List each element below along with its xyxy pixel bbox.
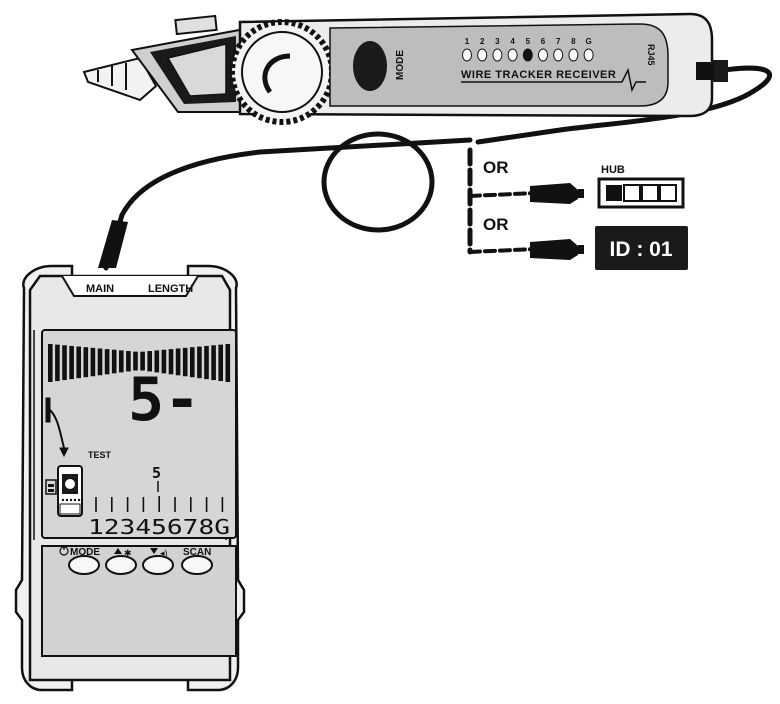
- backlight-icon: ✱: [124, 548, 132, 558]
- lcd-signal-bars: [48, 344, 231, 382]
- speaker-icon: ◂): [160, 548, 168, 558]
- signal-bar: [147, 351, 152, 372]
- button-mode-label: MODE: [70, 547, 100, 558]
- tester-port-main: MAIN: [86, 283, 114, 295]
- signal-bar: [48, 344, 53, 382]
- signal-bar: [140, 351, 145, 371]
- lcd-main-digit: 5-: [128, 365, 200, 435]
- id-plug: [530, 239, 584, 260]
- signal-bar: [90, 347, 96, 377]
- up-arrow-icon: [114, 548, 122, 554]
- led-label: 8: [571, 37, 576, 46]
- receiver-probe-tip: [82, 56, 158, 102]
- cables: [103, 65, 772, 271]
- hub-device: HUB: [597, 164, 685, 209]
- lcd-pin-numbers: 12345678G: [88, 515, 230, 539]
- hub-plug: [530, 183, 584, 204]
- pin-led: [477, 48, 488, 62]
- signal-bar: [97, 348, 103, 376]
- signal-bar: [225, 344, 231, 382]
- lcd-remote-unit-icon: [45, 465, 83, 517]
- led-label: G: [585, 37, 591, 46]
- led-label: 4: [510, 37, 515, 46]
- id-badge: ID : 01: [595, 226, 688, 270]
- signal-bar: [204, 345, 209, 380]
- signal-bar: [182, 347, 188, 377]
- signal-bar: [190, 347, 195, 378]
- pin-led: [583, 48, 594, 62]
- signal-bar: [175, 348, 181, 376]
- receiver-mode-button[interactable]: [353, 41, 387, 91]
- signal-bar: [119, 350, 124, 373]
- signal-bar: [55, 344, 60, 382]
- receiver-mode-label: MODE: [395, 50, 406, 80]
- id-badge-text: ID : 01: [609, 238, 672, 261]
- lcd-probe-icon: [45, 397, 69, 458]
- signal-bar: [111, 349, 117, 374]
- led-label: 7: [556, 37, 561, 46]
- pin-led: [568, 48, 579, 62]
- tester-lcd-screen: [41, 329, 237, 539]
- tester-cable-plug: [98, 220, 128, 268]
- led-label: 1: [465, 37, 470, 46]
- led-label: 3: [495, 37, 500, 46]
- signal-bar: [104, 349, 110, 375]
- signal-bar: [76, 346, 81, 379]
- pin-led: [462, 48, 472, 62]
- signal-bar: [161, 349, 167, 374]
- tester-power-mode-button[interactable]: MODE: [59, 545, 100, 575]
- tester-up-button[interactable]: ✱: [105, 548, 137, 575]
- hub-label: HUB: [601, 164, 625, 176]
- signal-bar: [69, 345, 74, 380]
- tester-port-length: LENGTH: [148, 283, 193, 295]
- signal-bar: [211, 345, 216, 381]
- signal-bar: [126, 351, 131, 372]
- down-arrow-icon: [150, 548, 158, 554]
- pin-led: [553, 48, 564, 62]
- led-label: 5: [526, 37, 531, 46]
- or-label-1: OR: [483, 158, 509, 177]
- lcd-pin-ticks: [95, 496, 224, 512]
- led-label: 6: [541, 37, 546, 46]
- or-label-2: OR: [483, 215, 509, 234]
- pin-led: [522, 48, 533, 62]
- lcd-test-label: TEST: [88, 450, 112, 460]
- cable-tester: MAIN LENGTH 5- TEST 5: [14, 264, 246, 692]
- signal-bar: [197, 346, 202, 379]
- pin-led: [507, 48, 518, 62]
- pin-led: [492, 48, 503, 62]
- led-label: 2: [480, 37, 485, 46]
- signal-bar: [133, 351, 138, 371]
- receiver-title: WIRE TRACKER RECEIVER: [461, 69, 616, 81]
- signal-bar: [83, 347, 89, 378]
- signal-bar: [168, 349, 174, 375]
- signal-bar: [154, 350, 160, 373]
- button-scan-label: SCAN: [183, 547, 211, 558]
- signal-bar: [62, 345, 67, 381]
- receiver-port-label: RJ45: [646, 44, 656, 66]
- pin-led: [538, 48, 548, 62]
- lcd-small-digit: 5: [152, 464, 161, 482]
- tester-scan-button[interactable]: SCAN: [181, 547, 213, 575]
- tester-down-button[interactable]: ◂): [142, 548, 174, 575]
- signal-bar: [218, 344, 223, 382]
